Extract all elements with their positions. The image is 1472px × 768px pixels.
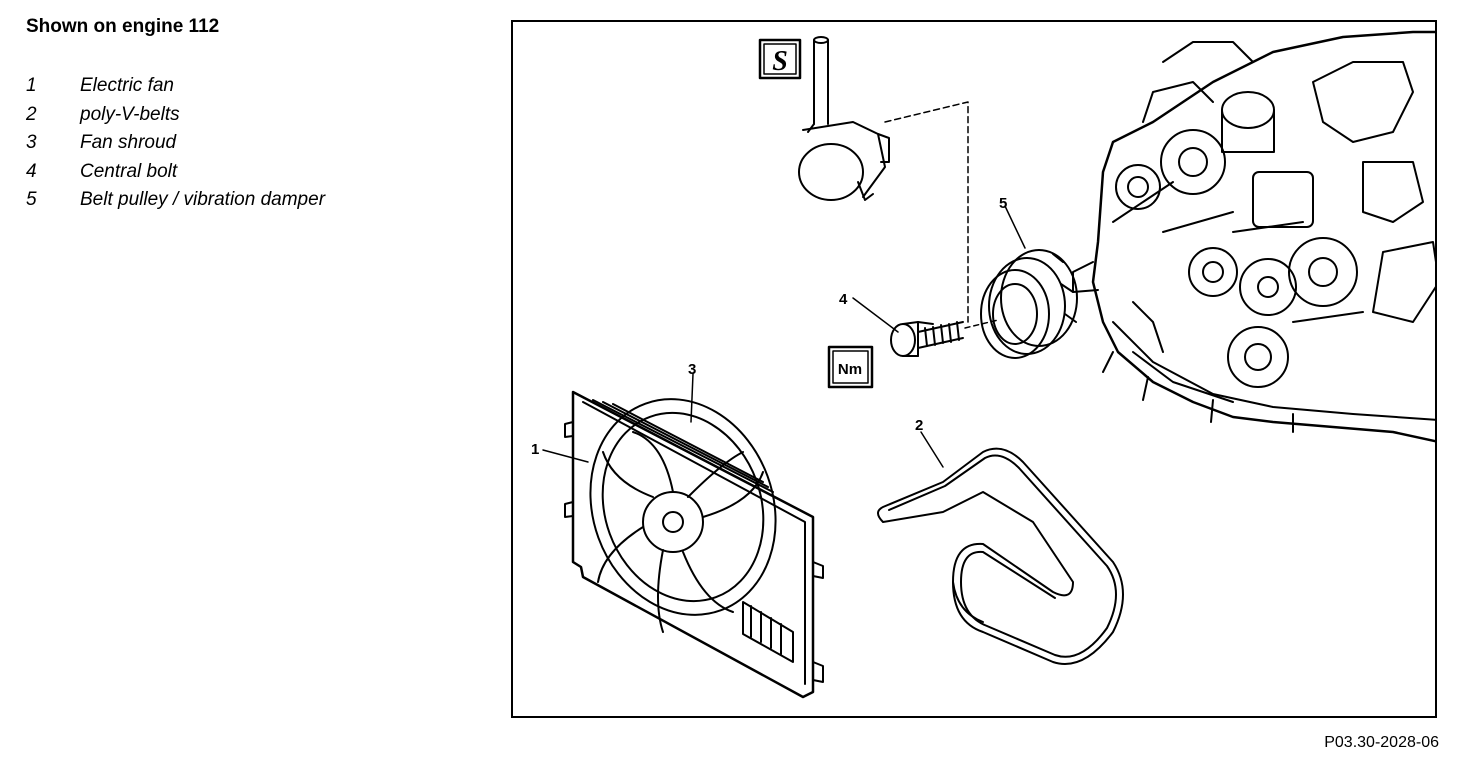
legend-number: 5 [26, 189, 37, 211]
legend-label: Central bolt [80, 160, 178, 182]
poly-v-belt [877, 431, 1124, 665]
legend-number: 2 [26, 103, 37, 125]
exploded-view-frame: S [511, 20, 1437, 718]
legend-number: 3 [26, 132, 37, 154]
legend-item: 5 Belt pulley / vibration damper [26, 186, 325, 215]
legend-number: 1 [26, 75, 37, 97]
diagram-title: Shown on engine 112 [26, 16, 220, 37]
legend-item: 1 Electric fan [26, 72, 325, 101]
legend-number: 4 [26, 160, 37, 182]
special-tool-symbol: S [772, 46, 788, 77]
figure-code: P03.30-2028-06 [1324, 734, 1439, 751]
belt-pulley-vibration-damper [980, 205, 1078, 359]
legend-item: 2 poly-V-belts [26, 101, 325, 130]
callout-2: 2 [915, 417, 923, 434]
legend-item: 4 Central bolt [26, 158, 325, 187]
central-bolt [852, 297, 999, 357]
callout-4: 4 [839, 291, 848, 308]
special-tool-icon: S [758, 38, 802, 80]
fan-shroud-and-electric-fan [542, 373, 824, 699]
torque-symbol: Nm [838, 361, 862, 378]
engine-block [1072, 30, 1435, 443]
legend-label: Belt pulley / vibration damper [80, 189, 326, 211]
legend-label: poly-V-belts [80, 103, 180, 125]
legend-label: Fan shroud [80, 132, 177, 154]
torque-icon: Nm [827, 345, 874, 389]
callout-3: 3 [688, 361, 696, 378]
legend-item: 3 Fan shroud [26, 129, 325, 158]
legend-label: Electric fan [80, 75, 174, 97]
holding-tool [798, 36, 969, 323]
exploded-view-drawing: S [531, 30, 1435, 699]
callout-5: 5 [999, 195, 1007, 212]
callout-1: 1 [531, 441, 539, 458]
